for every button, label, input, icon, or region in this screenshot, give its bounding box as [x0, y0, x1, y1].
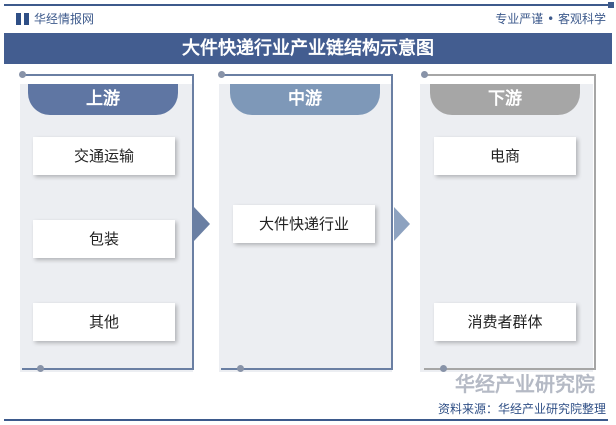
midstream-item: 大件快递行业	[233, 205, 375, 243]
slogan: 专业严谨 • 客观科学	[495, 12, 606, 26]
downstream-header: 下游	[430, 84, 580, 115]
frame-dot	[19, 71, 26, 78]
midstream-frame	[221, 74, 393, 370]
frame-dot	[218, 71, 225, 78]
upstream-item: 交通运输	[33, 137, 175, 175]
downstream-frame	[424, 74, 596, 370]
logo-text: 华经情报网	[34, 12, 95, 26]
arrow-right-icon	[394, 207, 410, 241]
upstream-header: 上游	[28, 84, 178, 115]
midstream-header: 中游	[230, 84, 380, 115]
page-title: 大件快递行业产业链结构示意图	[4, 33, 612, 64]
arrow-right-icon	[194, 207, 210, 241]
source-note: 资料来源：华经产业研究院整理	[437, 402, 606, 416]
frame-dot	[421, 71, 428, 78]
upstream-item: 包装	[33, 220, 175, 258]
bottom-rule	[4, 419, 608, 421]
upstream-item: 其他	[33, 303, 175, 341]
logo: 华经情报网	[16, 10, 94, 27]
logo-icon	[16, 12, 29, 25]
top-rule	[4, 2, 614, 8]
watermark: 华经产业研究院	[455, 372, 595, 396]
upstream-frame	[22, 74, 194, 370]
frame-dot	[440, 365, 447, 372]
downstream-item: 消费者群体	[434, 303, 576, 341]
frame-dot	[37, 365, 44, 372]
downstream-item: 电商	[434, 137, 576, 175]
frame-dot	[237, 365, 244, 372]
